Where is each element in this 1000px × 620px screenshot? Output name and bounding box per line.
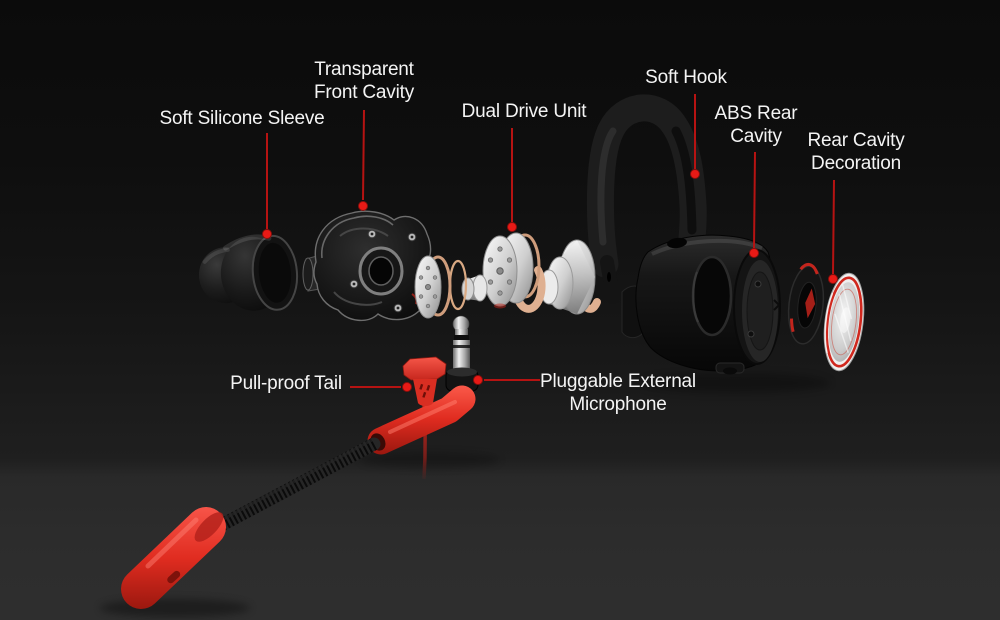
label-rear-cavity-decoration: Rear Cavity Decoration xyxy=(807,130,905,174)
soft-hook-graphic xyxy=(586,94,707,304)
mic-capsule-graphic xyxy=(121,507,226,609)
abs-rear-cavity-graphic xyxy=(621,234,781,375)
driver-cover-disc-graphic xyxy=(787,262,825,345)
leader-lines xyxy=(266,94,835,388)
label-soft-silicone-sleeve: Soft Silicone Sleeve xyxy=(159,108,325,129)
leader-dot-dual-drive-unit xyxy=(507,222,517,232)
leader-dot-rear-cavity-decoration xyxy=(828,274,838,284)
label-soft-hook: Soft Hook xyxy=(645,67,727,88)
mic-boom-arm-graphic xyxy=(367,385,476,455)
leader-dot-transparent-front-cavity xyxy=(358,201,368,211)
pull-proof-tail-graphic xyxy=(402,356,447,406)
leader-line-transparent-front-cavity xyxy=(362,109,365,201)
mic-flex-coil-graphic xyxy=(207,437,381,536)
label-transparent-front-cavity: Transparent Front Cavity xyxy=(313,59,414,103)
screws xyxy=(349,229,417,313)
label-pull-proof-tail: Pull-proof Tail xyxy=(230,373,342,394)
jack-plug-graphic xyxy=(445,315,479,392)
silicone-sleeve-graphic xyxy=(198,234,299,311)
leader-dot-soft-silicone-sleeve xyxy=(262,229,272,239)
leader-dot-pluggable-external-microphone xyxy=(473,375,483,385)
rear-cavity-decoration-graphic xyxy=(823,272,865,372)
leader-line-abs-rear-cavity xyxy=(753,151,756,249)
leader-dot-pull-proof-tail xyxy=(402,382,412,392)
front-cavity-graphic xyxy=(302,210,432,321)
leader-line-rear-cavity-decoration xyxy=(832,179,835,275)
label-abs-rear-cavity: ABS Rear Cavity xyxy=(714,103,798,147)
label-dual-drive-unit: Dual Drive Unit xyxy=(461,101,587,122)
leader-dot-abs-rear-cavity xyxy=(749,248,759,258)
leader-dot-soft-hook xyxy=(690,169,700,179)
dual-drive-unit-graphic xyxy=(414,232,601,319)
leader-dots xyxy=(262,169,838,392)
label-pluggable-external-microphone: Pluggable External Microphone xyxy=(540,371,696,415)
